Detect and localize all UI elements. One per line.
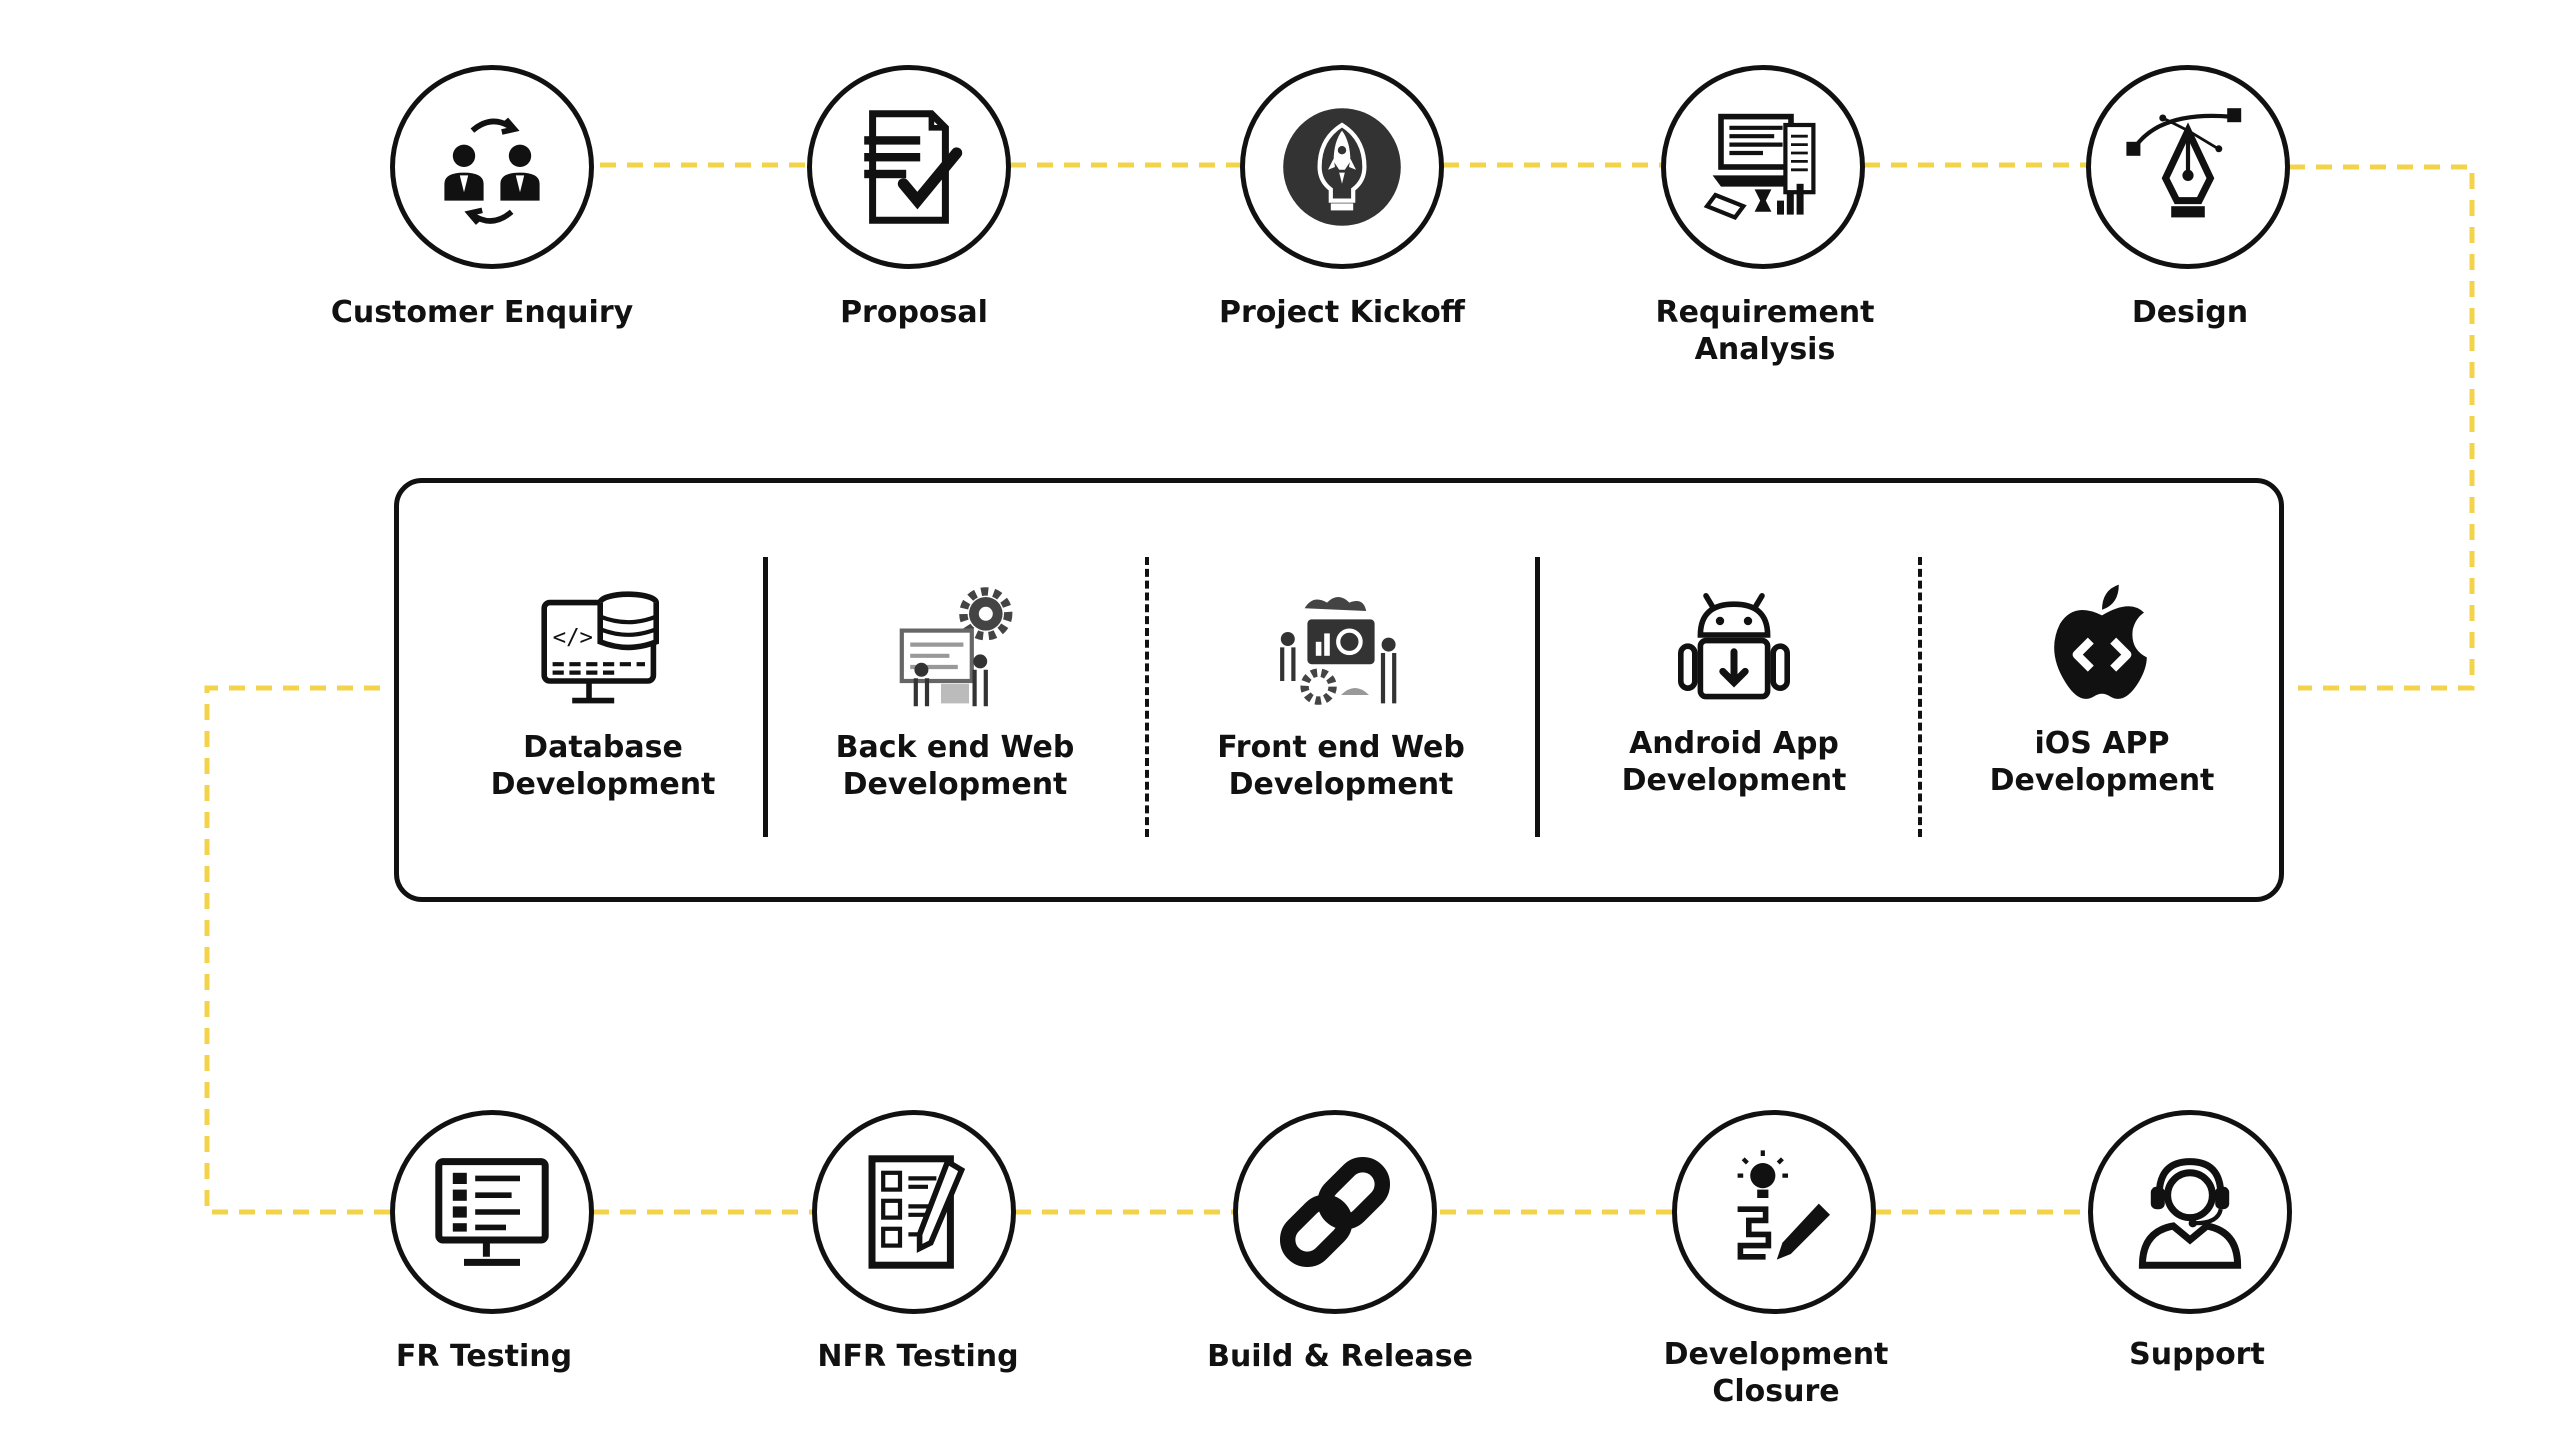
step-label: Proposal (840, 295, 988, 330)
step-label: FR Testing (395, 1339, 573, 1374)
step-label: Customer Enquiry (330, 295, 634, 330)
proposal-node (807, 65, 1011, 269)
development-closure-node (1672, 1110, 1876, 1314)
development-label: Database Development (490, 730, 716, 802)
ios-item: iOS APP Development (1922, 579, 2282, 799)
android-icon (1678, 593, 1790, 700)
nfr-testing-node (812, 1110, 1016, 1314)
development-panel: </> Database Development Back end Web De… (394, 478, 2284, 902)
frontend-web-item: Front end Web Development (1161, 583, 1521, 803)
project-kickoff-node (1240, 65, 1444, 269)
panel-divider (1145, 557, 1149, 837)
requirement-analysis-icon (1703, 113, 1816, 220)
development-label: Back end Web Development (835, 730, 1075, 802)
step-label: Requirement Analysis (1655, 295, 1875, 367)
proposal-icon (864, 110, 963, 224)
development-closure-icon (1737, 1150, 1830, 1260)
step-label: Development Closure (1663, 1337, 1889, 1409)
customer-enquiry-icon (444, 117, 540, 225)
support-node (2088, 1110, 2292, 1314)
requirement-analysis-node (1661, 65, 1865, 269)
database-development-icon: </> (541, 591, 659, 704)
fr-testing-node (390, 1110, 594, 1314)
step-label: Project Kickoff (1219, 295, 1465, 330)
development-label: Front end Web Development (1217, 730, 1465, 802)
frontend-web-icon (1280, 597, 1397, 705)
ios-icon (2054, 584, 2147, 699)
nfr-testing-icon (868, 1155, 966, 1269)
step-label: NFR Testing (817, 1339, 1019, 1374)
design-node (2086, 65, 2290, 269)
development-label: Android App Development (1621, 726, 1847, 798)
customer-enquiry-node (390, 65, 594, 269)
development-label: iOS APP Development (1989, 726, 2215, 798)
step-label: Build & Release (1207, 1339, 1473, 1374)
project-kickoff-icon (1283, 108, 1401, 226)
support-icon (2138, 1158, 2242, 1269)
design-icon (2126, 108, 2242, 218)
panel-divider (763, 557, 768, 837)
backend-web-item: Back end Web Development (775, 583, 1135, 803)
database-development-item: </> Database Development (423, 583, 783, 803)
backend-web-icon (899, 587, 1013, 707)
panel-divider (1918, 557, 1922, 837)
svg-text:</>: </> (553, 625, 593, 651)
step-label: Support (2129, 1337, 2265, 1372)
panel-divider (1535, 557, 1540, 837)
build-release-node (1233, 1110, 1437, 1314)
build-release-icon (1279, 1156, 1391, 1268)
android-item: Android App Development (1554, 579, 1914, 799)
step-label: Design (2131, 295, 2249, 330)
fr-testing-icon (435, 1158, 549, 1266)
